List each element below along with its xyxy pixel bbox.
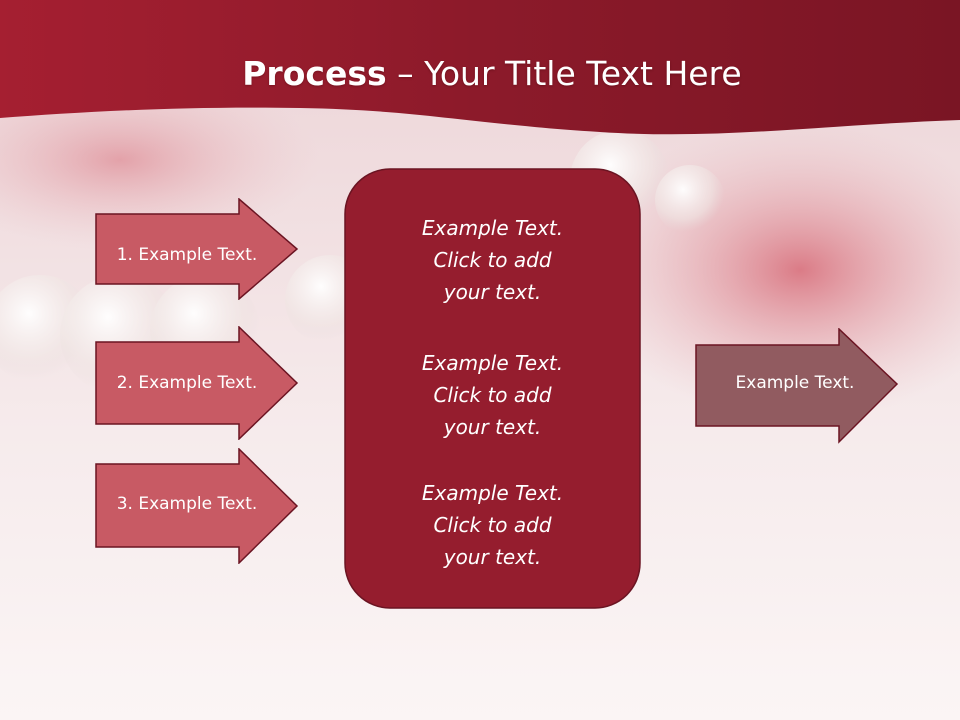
arrow-shape [95,326,299,440]
panel-text-line: Click to add [433,248,552,272]
arrow-shape [95,448,299,564]
input-arrow-1: 1. Example Text. [95,198,299,300]
panel-shape [344,168,641,609]
panel-text-line: your text. [443,545,542,569]
panel-text-block-1: Example Text. Click to add your text. [344,212,641,308]
panel-text-line: your text. [443,415,542,439]
panel-text-line: Example Text. [421,481,564,505]
title-rest: – Your Title Text Here [386,54,742,93]
center-process-panel: Example Text. Click to add your text. Ex… [344,168,641,609]
panel-text-line: Click to add [433,513,552,537]
input-arrow-label: 1. Example Text. [116,245,258,265]
input-arrow-label: 2. Example Text. [116,373,258,393]
input-arrow-label: 3. Example Text. [116,494,258,514]
title-bold: Process [242,54,387,93]
output-arrow: Example Text. [695,328,899,444]
input-arrow-3: 3. Example Text. [95,448,299,564]
panel-text-line: Example Text. [421,351,564,375]
panel-text-block-3: Example Text. Click to add your text. [344,477,641,573]
input-arrow-2: 2. Example Text. [95,326,299,440]
arrow-shape [695,328,899,444]
panel-text-line: Example Text. [421,216,564,240]
arrow-shape [95,198,299,300]
panel-text-block-2: Example Text. Click to add your text. [344,347,641,443]
output-arrow-label: Example Text. [735,373,855,393]
slide-title: Process – Your Title Text Here [0,52,960,96]
panel-text-line: your text. [443,280,542,304]
panel-text-line: Click to add [433,383,552,407]
